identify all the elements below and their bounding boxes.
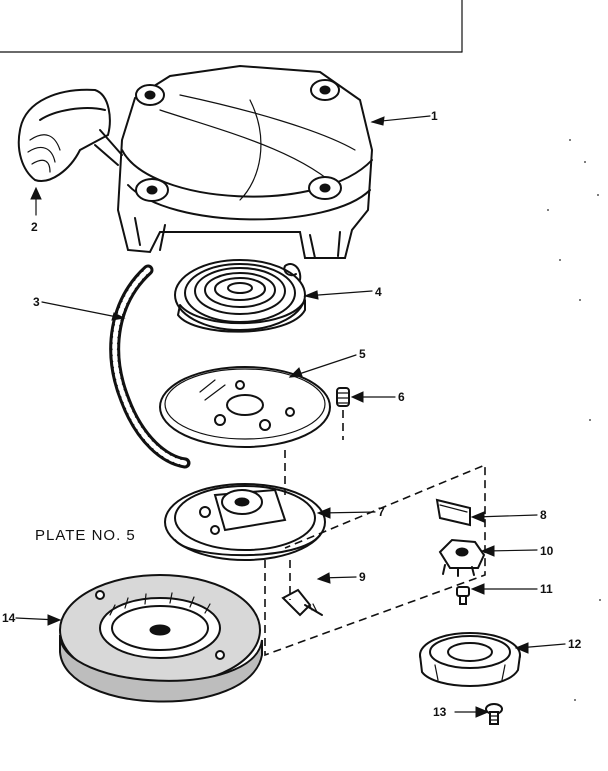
part-number-9: 9: [359, 570, 366, 584]
starter-handle: [17, 88, 123, 182]
screw-6: [336, 387, 350, 407]
part-number-2: 2: [31, 220, 38, 234]
rope-pulley: [164, 483, 326, 561]
spring-retainer-plate: [159, 366, 331, 448]
part-number-4: 4: [375, 285, 382, 299]
part-number-8: 8: [540, 508, 547, 522]
assembly-guide-lines: [264, 410, 486, 657]
part-number-5: 5: [359, 347, 366, 361]
part-number-12: 12: [568, 637, 582, 651]
part-number-11: 11: [540, 582, 553, 596]
starter-housing: [116, 64, 374, 259]
part-number-10: 10: [540, 544, 554, 558]
pawl-8: [435, 498, 471, 527]
part-number-13: 13: [433, 705, 447, 719]
flywheel-screen-14: [59, 574, 263, 703]
screw-13: [485, 703, 503, 725]
pawl-screw-9: [281, 588, 323, 617]
part-labels: 1 2 3 4 5 6 7 8 9 10 11 12 13 14: [2, 109, 582, 719]
plate-label: PLATE NO. 5: [35, 527, 136, 544]
starter-cup-12: [419, 632, 521, 687]
retainer-10: [438, 538, 486, 577]
starter-rope: [109, 264, 191, 469]
scan-noise: [547, 139, 601, 701]
leader-lines: [15, 115, 566, 718]
part-number-1: 1: [431, 109, 438, 123]
recoil-spring: [174, 259, 306, 333]
screw-11: [456, 586, 470, 605]
part-number-14: 14: [2, 611, 16, 625]
part-number-7: 7: [378, 505, 385, 519]
part-number-6: 6: [398, 390, 405, 404]
part-number-3: 3: [33, 295, 40, 309]
